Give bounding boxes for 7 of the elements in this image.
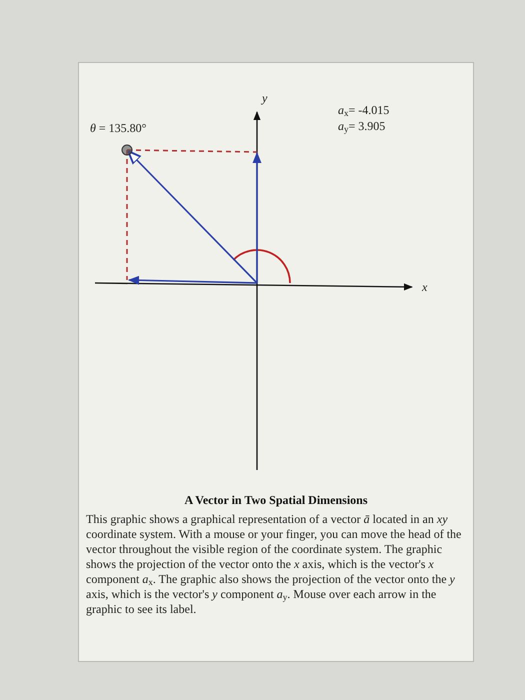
angle-value: θ = 135.80°	[90, 122, 146, 134]
axis-label: x	[422, 281, 428, 293]
component-value: a$_{y}$= 3.905	[338, 120, 386, 132]
axis-label: y	[262, 92, 268, 104]
caption-text: This graphic shows a graphical representation of a vector ā located in an xy coordinate system. With a mouse or your finger, you can move the head of the vector throughout the visible region of the coordinate system. The graphic shows the projection of the vector onto the x axis, which is the vector's x component a$_{x}$. The graphic also shows the projection of the vector onto the y axis, which is the vector's y component a$_{y}$. Mouse over each arrow in the graphic to see its label.	[86, 512, 462, 617]
caption-title: A Vector in Two Spatial Dimensions	[183, 492, 369, 509]
component-value: a$_{x}$= -4.015	[338, 104, 390, 116]
